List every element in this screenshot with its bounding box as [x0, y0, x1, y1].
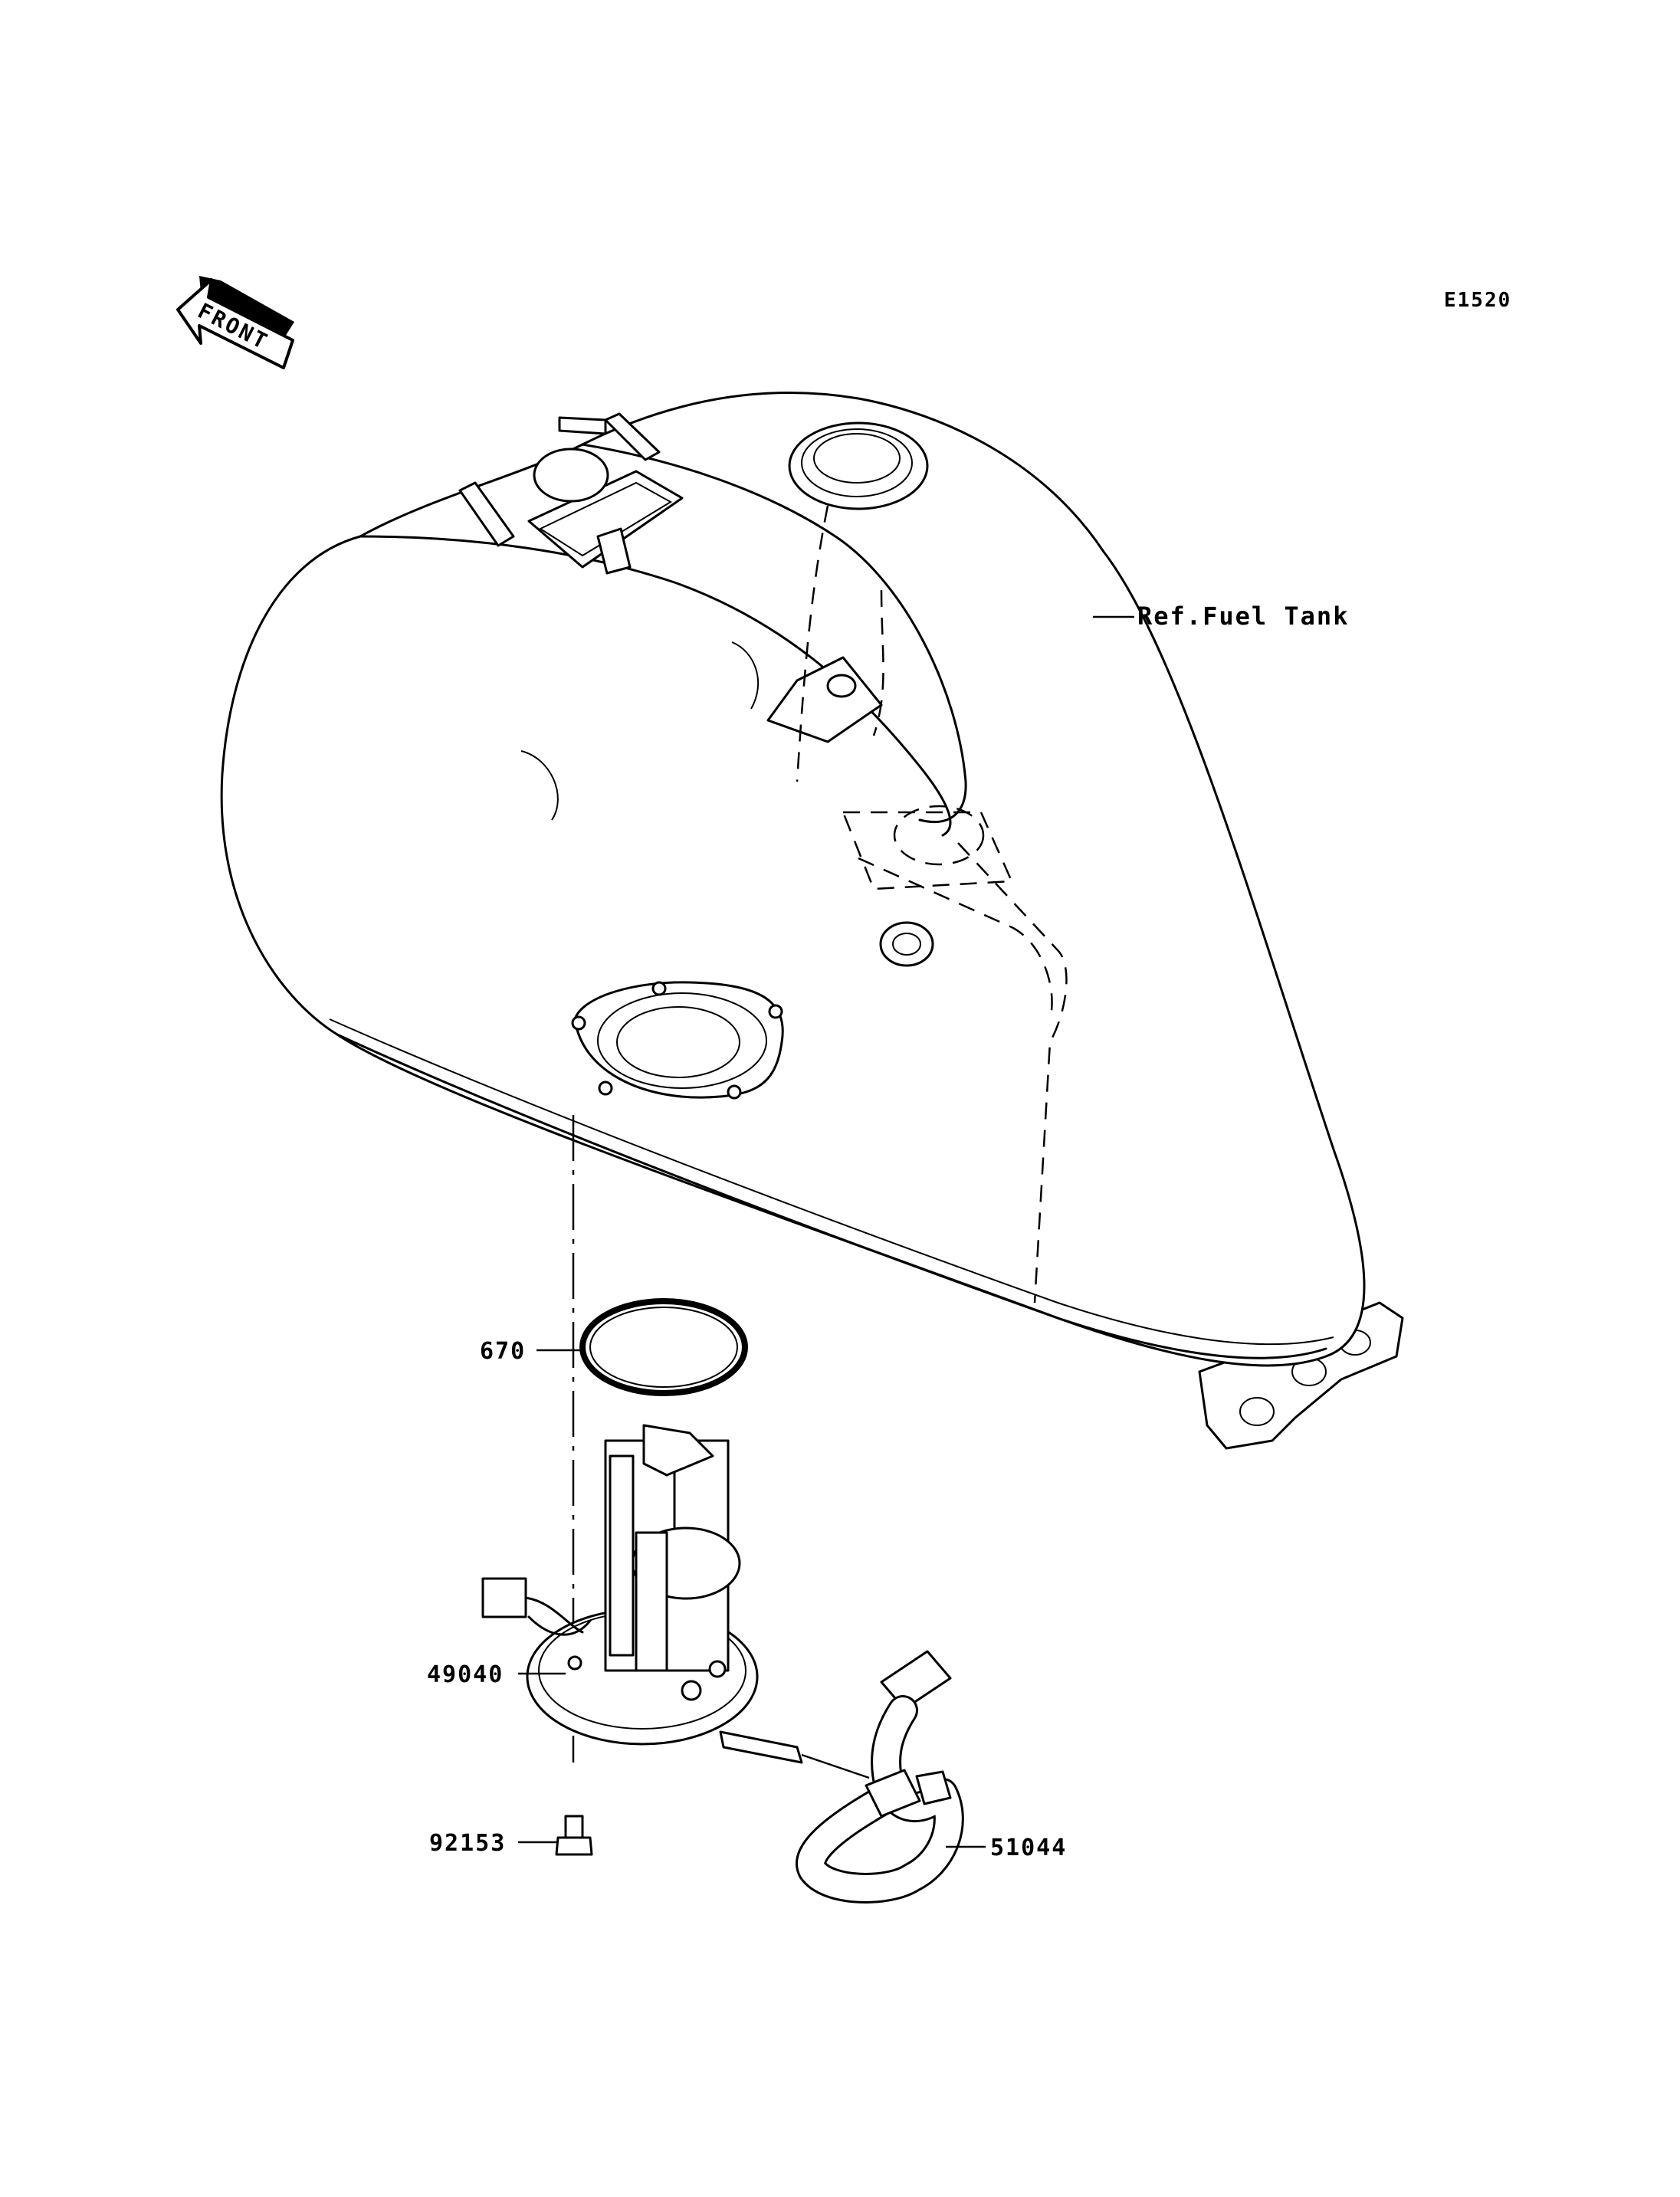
diagram-code: E1520	[1444, 289, 1511, 312]
fuel-pump-assembly	[481, 1424, 803, 1764]
part-number-label: 670	[480, 1338, 526, 1365]
part-number-label: 49040	[427, 1661, 504, 1688]
part-number-label: 92153	[429, 1830, 506, 1857]
fuel-tank	[220, 392, 1404, 1450]
part-number-label: 51044	[990, 1835, 1067, 1861]
leader-hose-connection	[801, 1753, 870, 1779]
front-direction-arrow-icon: FRONT	[176, 276, 294, 369]
fuel-hose-part	[796, 1650, 964, 1904]
o-ring-part	[579, 1298, 748, 1396]
reference-label: Ref.Fuel Tank	[1137, 602, 1349, 631]
screw-part	[555, 1815, 593, 1856]
